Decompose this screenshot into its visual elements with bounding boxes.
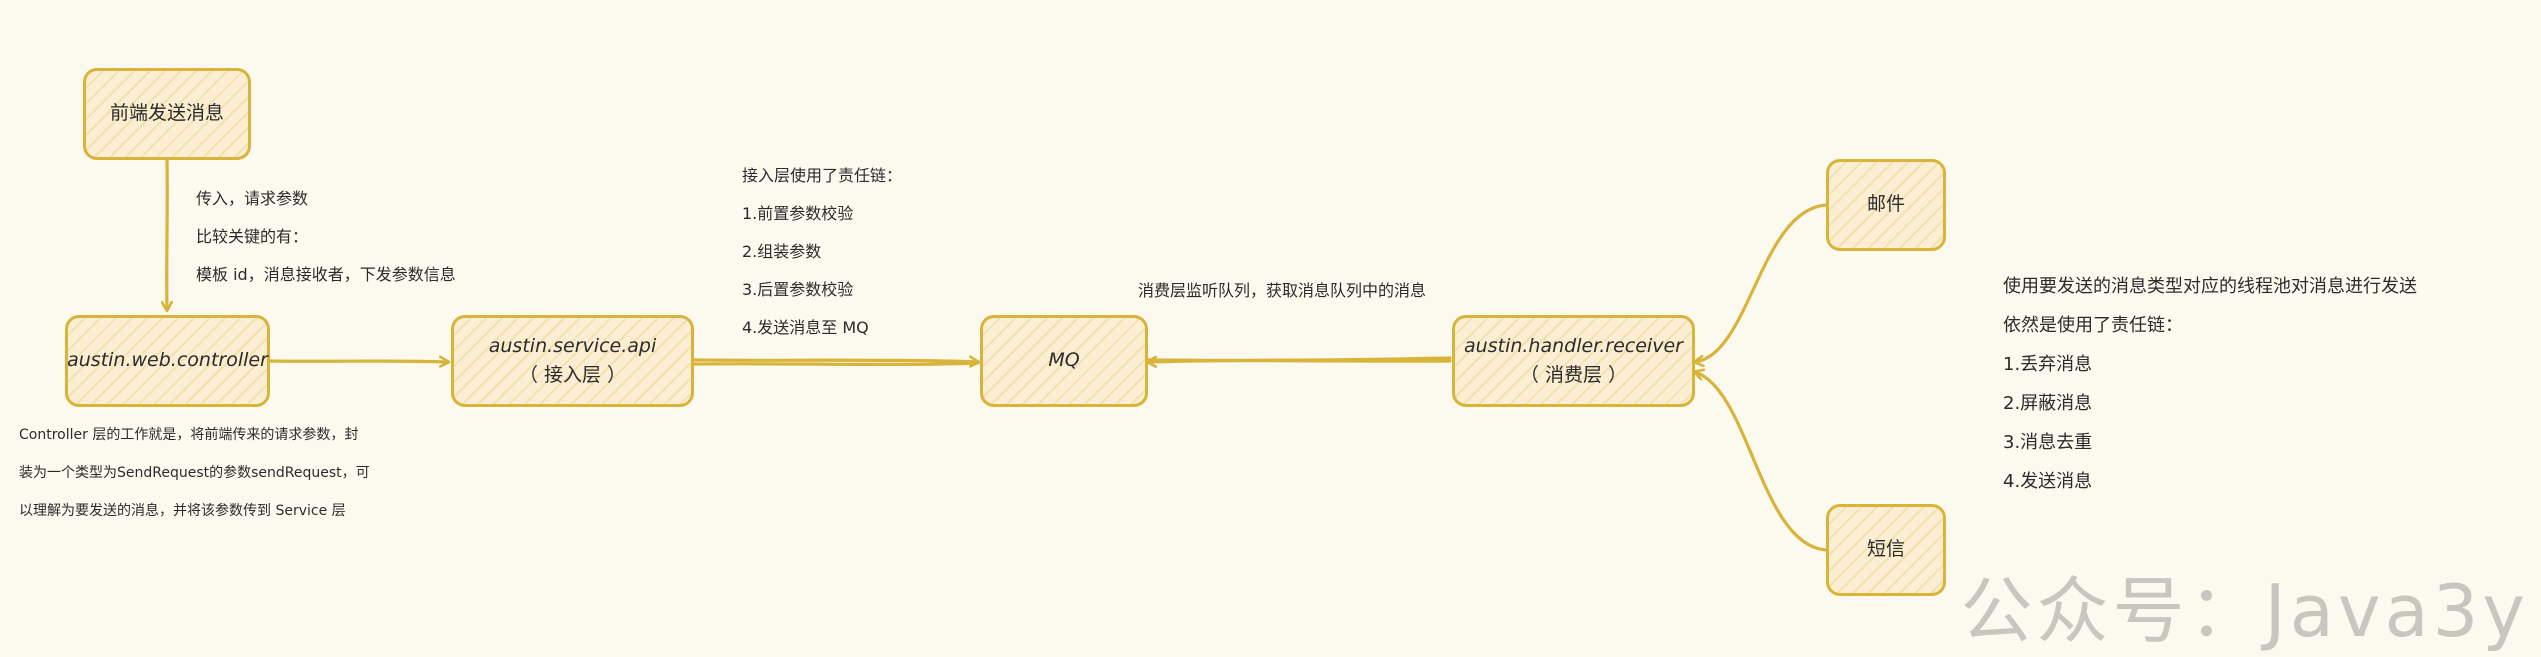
note-line: 1.丢弃消息 — [2003, 354, 2093, 375]
node-sms-label: 短信 — [1866, 538, 1905, 561]
watermark: 公众号：Java3y — [1960, 569, 2529, 653]
note-line: Controller 层的工作就是，将前端传来的请求参数，封 — [19, 427, 359, 443]
note-line: 模板 id，消息接收者，下发参数信息 — [196, 265, 456, 284]
note-line: 4.发送消息至 MQ — [742, 318, 869, 337]
note-thread-pool: 使用要发送的消息类型对应的线程池对消息进行发送 依然是使用了责任链： 1.丢弃消… — [2003, 267, 2417, 501]
note-line: 2.屏蔽消息 — [2003, 393, 2093, 414]
node-handler-receiver-sublabel: （ 消费层 ） — [1519, 364, 1628, 386]
node-handler-receiver: austin.handler.receiver （ 消费层 ） — [1452, 315, 1695, 407]
node-frontend-label: 前端发送消息 — [109, 102, 224, 125]
note-line: 装为一个类型为SendRequest的参数sendRequest，可 — [19, 465, 370, 481]
node-service-api-sublabel: （ 接入层 ） — [518, 364, 627, 386]
arrow-controller-to-api — [268, 361, 448, 362]
node-mq: MQ — [980, 315, 1148, 407]
node-service-api: austin.service.api （ 接入层 ） — [451, 315, 694, 407]
node-frontend: 前端发送消息 — [83, 68, 251, 160]
arrow-sms-to-receiver — [1695, 372, 1828, 552]
node-controller-label: austin.web.controller — [67, 349, 268, 372]
note-line: 传入，请求参数 — [196, 189, 309, 208]
note-access-layer-chain: 接入层使用了责任链： 1.前置参数校验 2.组装参数 3.后置参数校验 4.发送… — [742, 157, 902, 347]
note-line: 1.前置参数校验 — [742, 204, 854, 223]
arrow-frontend-to-controller — [167, 158, 168, 310]
note-line: 4.发送消息 — [2003, 471, 2093, 492]
note-line: 以理解为要发送的消息，并将该参数传到 Service 层 — [19, 503, 346, 519]
arrow-api-to-mq-2 — [692, 361, 980, 366]
note-line: 依然是使用了责任链： — [2003, 315, 2183, 336]
node-handler-receiver-label: austin.handler.receiver — [1464, 334, 1683, 357]
node-sms: 短信 — [1826, 504, 1946, 596]
node-service-api-label: austin.service.api — [488, 334, 657, 357]
note-line: 3.后置参数校验 — [742, 280, 854, 299]
note-line: 比较关键的有： — [196, 227, 309, 246]
node-email-label: 邮件 — [1866, 193, 1905, 216]
arrow-email-to-receiver — [1695, 203, 1828, 362]
arrow-receiver-to-mq-2 — [1146, 356, 1452, 362]
note-line: 接入层使用了责任链： — [742, 166, 903, 185]
note-consumer-listen: 消费层监听队列，获取消息队列中的消息 — [1138, 272, 1426, 310]
node-mq-label: MQ — [1048, 349, 1080, 372]
note-controller-desc: Controller 层的工作就是，将前端传来的请求参数，封 装为一个类型为Se… — [19, 416, 370, 530]
note-input-params: 传入，请求参数 比较关键的有： 模板 id，消息接收者，下发参数信息 — [196, 180, 456, 294]
node-controller: austin.web.controller — [65, 315, 270, 407]
note-line: 3.消息去重 — [2003, 432, 2093, 453]
note-line: 2.组装参数 — [742, 242, 822, 261]
note-line: 使用要发送的消息类型对应的线程池对消息进行发送 — [2003, 276, 2417, 297]
note-line: 消费层监听队列，获取消息队列中的消息 — [1138, 281, 1427, 300]
arrow-api-to-mq — [692, 360, 978, 362]
node-email: 邮件 — [1826, 159, 1946, 251]
